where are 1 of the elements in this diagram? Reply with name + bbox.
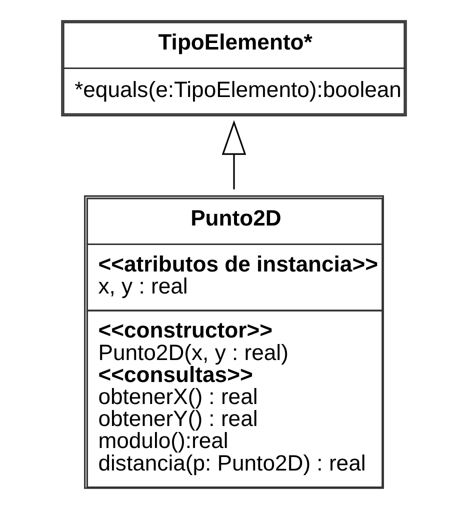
arrow <box>222 120 246 190</box>
